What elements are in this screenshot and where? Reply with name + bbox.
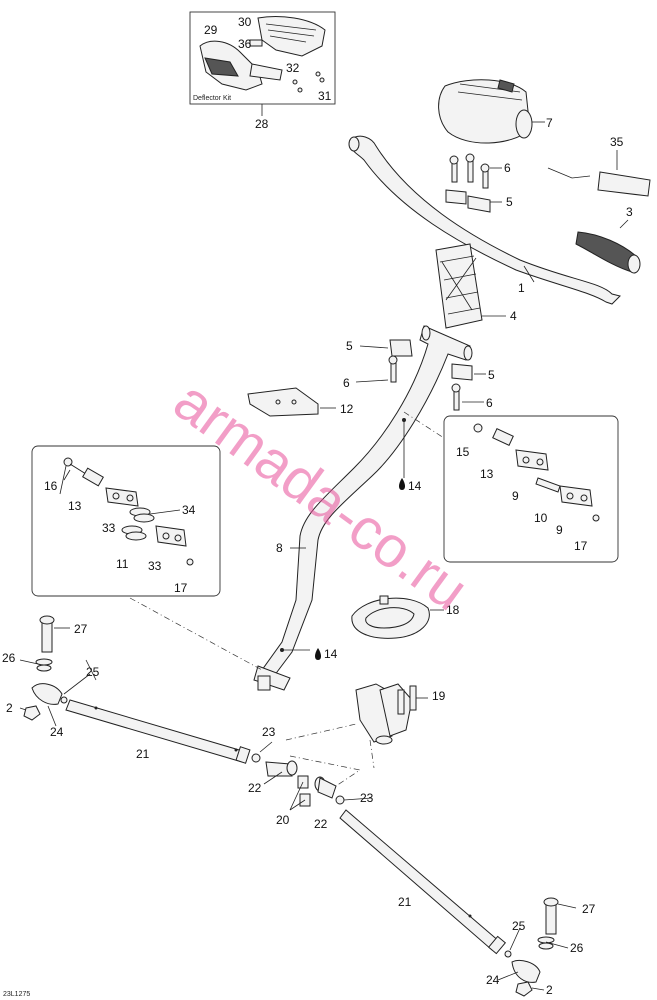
callout-18: 18 (446, 603, 460, 617)
callout-23-left: 23 (262, 725, 276, 739)
callout-13-right: 13 (480, 467, 494, 481)
callout-27-left: 27 (74, 622, 88, 636)
callout-20: 20 (276, 813, 290, 827)
oil-drop-icon (399, 478, 405, 490)
upper-clamps-bolts (445, 153, 502, 213)
callout-25-right: 25 (512, 919, 526, 933)
callout-4: 4 (510, 309, 517, 323)
callouts: 28 29 30 36 32 31 7 35 6 5 3 1 4 5 6 5 6… (2, 15, 633, 997)
callout-14-lower: 14 (324, 647, 338, 661)
right-detail-inset (443, 415, 619, 563)
callout-5-upper: 5 (506, 195, 513, 209)
callout-10: 10 (534, 511, 548, 525)
riser-block (435, 243, 506, 329)
callout-26-right: 26 (570, 941, 584, 955)
steering-column (253, 325, 473, 691)
grip (575, 219, 641, 274)
callout-1: 1 (518, 281, 525, 295)
callout-6-left: 6 (343, 376, 350, 390)
middle-clamps-bolts (355, 339, 486, 411)
callout-24-right: 24 (486, 973, 500, 987)
callout-31: 31 (318, 89, 332, 103)
callout-33-b: 33 (148, 559, 162, 573)
callout-17-right: 17 (574, 539, 588, 553)
callout-2-left: 2 (6, 701, 13, 715)
callout-5-right: 5 (488, 368, 495, 382)
deflector-kit-inset: Deflector Kit (189, 11, 336, 116)
callout-5-left: 5 (346, 339, 353, 353)
callout-30: 30 (238, 15, 252, 29)
callout-32: 32 (286, 61, 300, 75)
oil-drop-icon (315, 648, 321, 660)
callout-34: 34 (182, 503, 196, 517)
callout-29: 29 (204, 23, 218, 37)
reference-lines (129, 411, 445, 791)
callout-25-left: 25 (86, 665, 100, 679)
watermark: armada-co.ru (162, 368, 479, 623)
mounting-plate (247, 387, 336, 417)
callout-9-a: 9 (512, 489, 519, 503)
callout-13-left: 13 (68, 499, 82, 513)
callout-15: 15 (456, 445, 470, 459)
callout-12: 12 (340, 402, 354, 416)
callout-36: 36 (238, 37, 252, 51)
callout-7: 7 (546, 116, 553, 130)
callout-8: 8 (276, 541, 283, 555)
callout-14-upper: 14 (408, 479, 422, 493)
column-cover (351, 595, 442, 639)
handlebar-pad (438, 79, 545, 144)
callout-6-right: 6 (486, 396, 493, 410)
callout-9-b: 9 (556, 523, 563, 537)
callout-2-right: 2 (546, 983, 553, 997)
callout-28: 28 (255, 117, 269, 131)
callout-35: 35 (610, 135, 624, 149)
kit-box-caption: Deflector Kit (193, 95, 231, 102)
callout-27-right: 27 (582, 902, 596, 916)
drawing-code: 23L1275 (3, 991, 30, 998)
callout-21-left: 21 (136, 747, 150, 761)
handlebar (348, 135, 621, 305)
callout-21-right: 21 (398, 895, 412, 909)
steering-bracket (289, 683, 417, 811)
heating-element (547, 150, 651, 197)
callout-17-left: 17 (174, 581, 188, 595)
callout-16: 16 (44, 479, 58, 493)
callout-22-left: 22 (248, 781, 262, 795)
callout-19: 19 (432, 689, 446, 703)
callout-3: 3 (626, 205, 633, 219)
leader-lines (19, 465, 569, 991)
callout-6-upper: 6 (504, 161, 511, 175)
callout-33-a: 33 (102, 521, 116, 535)
callout-26-left: 26 (2, 651, 16, 665)
left-tie-rod-assembly (23, 615, 298, 777)
left-detail-inset (31, 445, 221, 597)
callout-22-right: 22 (314, 817, 328, 831)
callout-24-left: 24 (50, 725, 64, 739)
callout-11: 11 (116, 557, 129, 571)
right-tie-rod-assembly (314, 776, 577, 997)
